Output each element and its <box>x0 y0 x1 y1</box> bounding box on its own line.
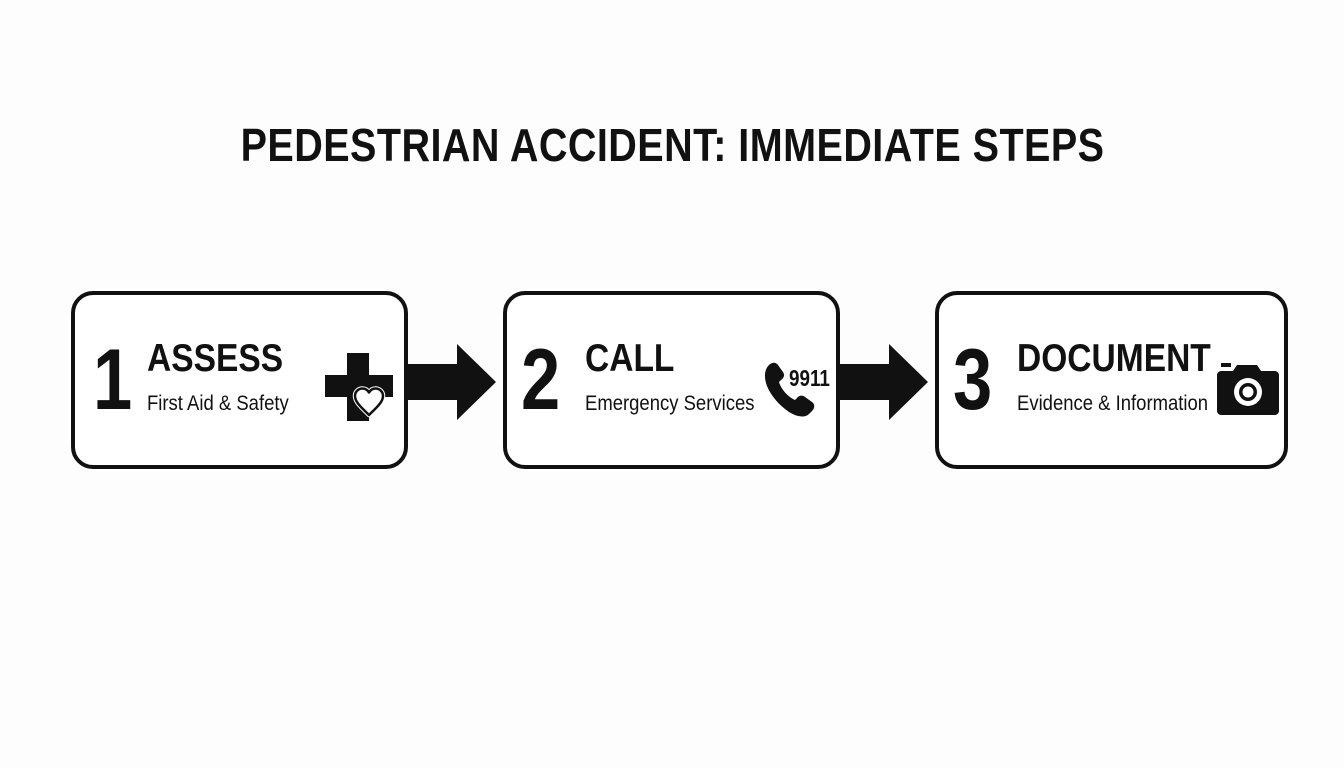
step-box-document: 3 DOCUMENT Evidence & Information <box>935 291 1288 469</box>
step-number: 2 <box>521 332 561 428</box>
first-aid-heart-icon <box>325 353 393 421</box>
arrow-right-icon <box>407 344 496 420</box>
phone-number-label: 9911 <box>789 365 830 391</box>
camera-icon <box>1217 363 1279 415</box>
step-number: 3 <box>953 332 993 428</box>
step-box-call: 2 CALL Emergency Services 9911 <box>503 291 840 469</box>
step-box-assess: 1 ASSESS First Aid & Safety <box>71 291 408 469</box>
step-heading: ASSESS <box>147 337 284 380</box>
step-subtitle: Evidence & Information <box>1017 392 1209 415</box>
step-subtitle: First Aid & Safety <box>147 392 289 415</box>
step-heading: CALL <box>585 337 675 380</box>
step-heading: DOCUMENT <box>1017 337 1211 380</box>
step-number: 1 <box>93 332 133 428</box>
phone-icon <box>764 362 815 417</box>
step-subtitle: Emergency Services <box>585 392 755 415</box>
arrow-right-icon <box>839 344 928 420</box>
diagram-title: PEDESTRIAN ACCIDENT: IMMEDIATE STEPS <box>240 119 1105 171</box>
